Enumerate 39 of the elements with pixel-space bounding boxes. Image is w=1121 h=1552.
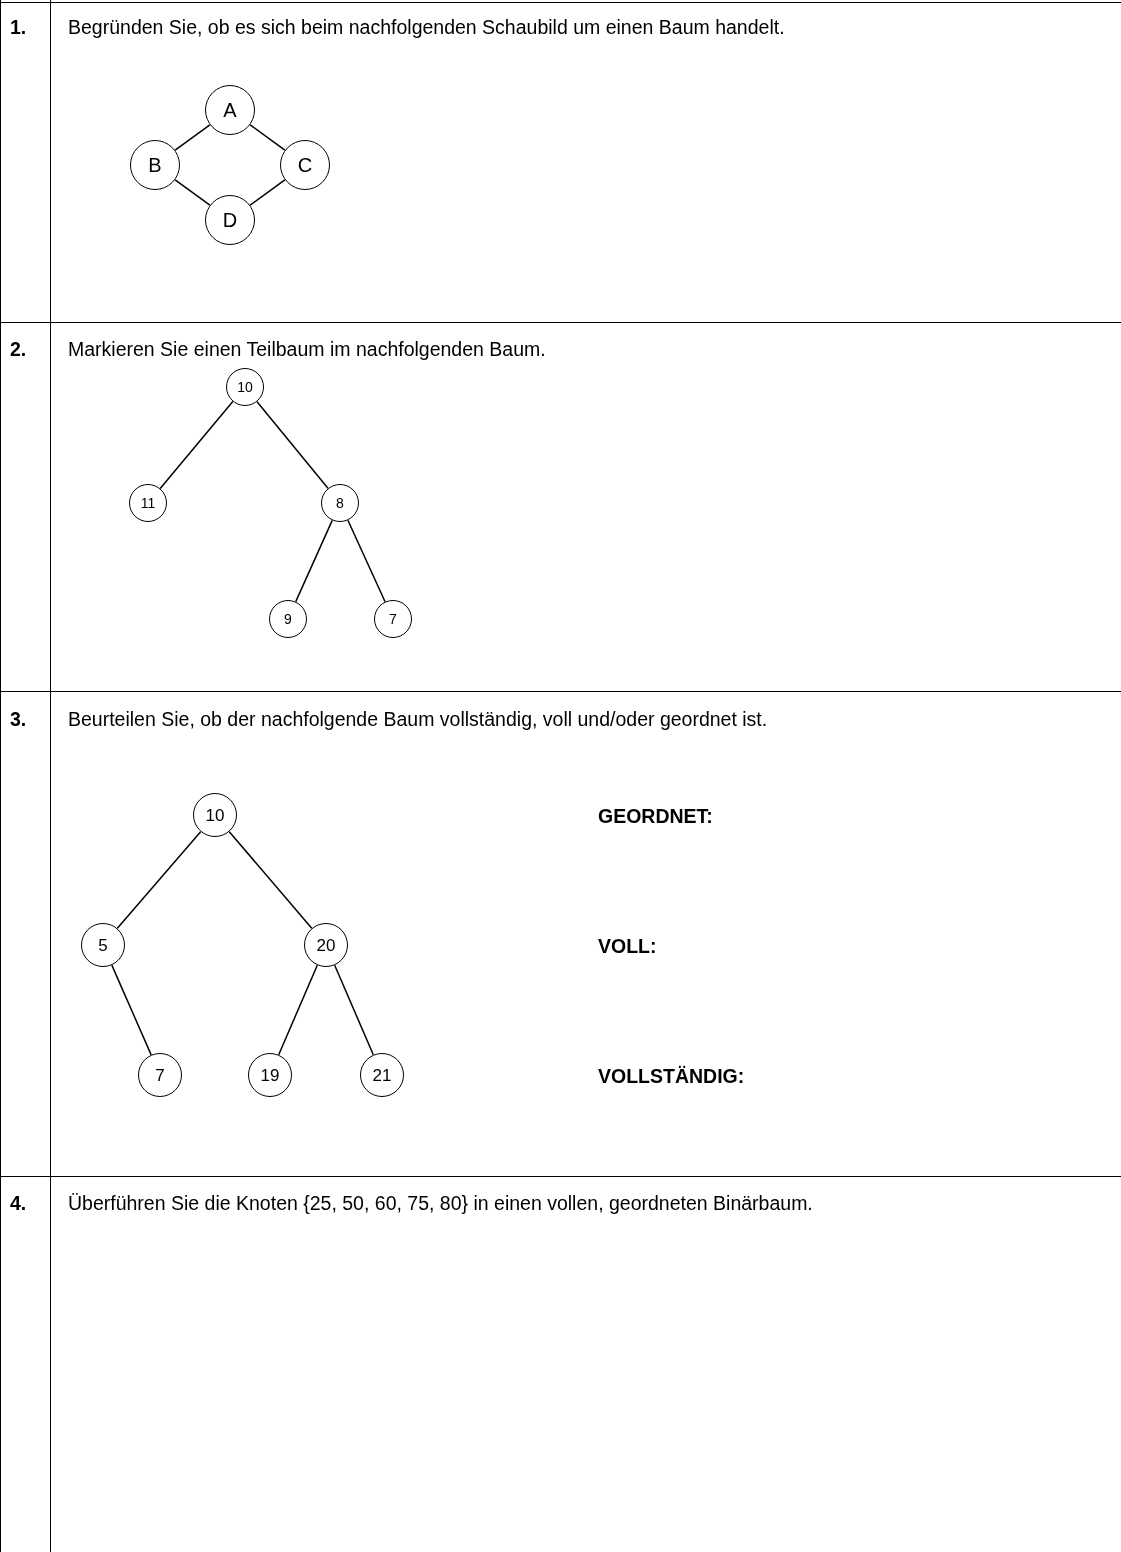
tree-edge	[116, 830, 202, 930]
tree-edge	[159, 400, 234, 490]
question-number: 4.	[10, 1191, 27, 1216]
question-text: Begründen Sie, ob es sich beim nachfolgenden Schaubild um einen Baum handelt.	[68, 15, 785, 40]
tree-node: 7	[138, 1053, 182, 1097]
tree-edge	[249, 124, 286, 151]
tree-node: A	[205, 85, 255, 135]
tree-node: 21	[360, 1053, 404, 1097]
tree-edge	[347, 519, 386, 603]
tree-edge	[333, 964, 375, 1056]
tree-edge	[256, 400, 329, 490]
tree-node: B	[130, 140, 180, 190]
tree-edge	[295, 519, 333, 603]
question-number: 3.	[10, 707, 27, 732]
answer-label: GEORDNET:	[598, 804, 713, 829]
tree-node: 5	[81, 923, 125, 967]
tree-node: 19	[248, 1053, 292, 1097]
tree-node: 20	[304, 923, 348, 967]
tree-edge	[174, 124, 211, 151]
tree-node: 10	[226, 368, 264, 406]
answer-label: VOLL:	[598, 934, 657, 959]
question-text: Beurteilen Sie, ob der nachfolgende Baum vollständig, voll und/oder geordnet ist.	[68, 707, 768, 732]
tree-node: 11	[129, 484, 167, 522]
tree-edge	[111, 964, 152, 1056]
question-number: 1.	[10, 15, 27, 40]
tree-node: D	[205, 195, 255, 245]
tree-node: 10	[193, 793, 237, 837]
tree-edge	[174, 179, 211, 206]
question-text: Markieren Sie einen Teilbaum im nachfolgenden Baum.	[68, 337, 546, 362]
answer-label: VOLLSTÄNDIG:	[598, 1064, 745, 1089]
tree-edge	[249, 179, 286, 206]
tree-node: 7	[374, 600, 412, 638]
tree-edge	[277, 964, 319, 1056]
question-text: Überführen Sie die Knoten {25, 50, 60, 75, 80} in einen vollen, geordneten Binärbaum.	[68, 1191, 813, 1216]
tree-node: 8	[321, 484, 359, 522]
tree-node: 9	[269, 600, 307, 638]
tree-node: C	[280, 140, 330, 190]
tree-edge	[228, 831, 313, 929]
question-number: 2.	[10, 337, 27, 362]
